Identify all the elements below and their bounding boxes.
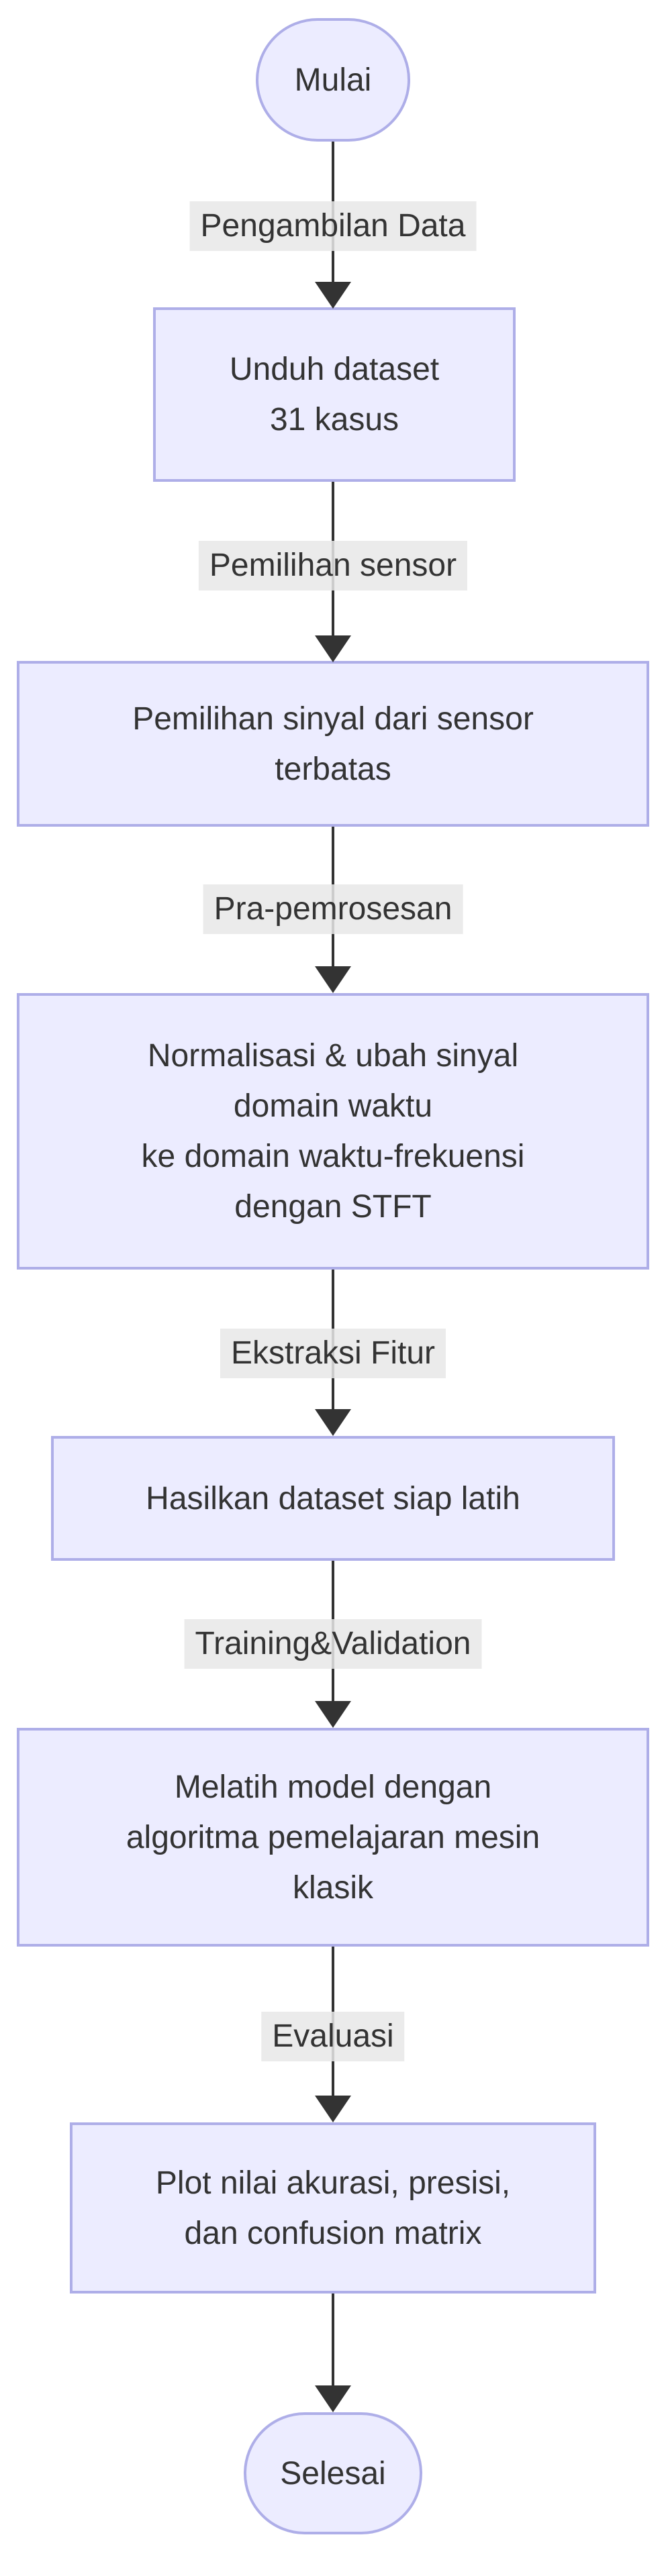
process-box-pemilihan-sinyal: Pemilihan sinyal dari sensor terbatas <box>17 661 649 827</box>
arrowhead-icon <box>315 966 351 993</box>
arrowhead-icon <box>315 1409 351 1436</box>
arrow-line <box>332 2294 334 2387</box>
box-line: dan confusion matrix <box>184 2215 482 2251</box>
box-line: terbatas <box>275 751 391 787</box>
arrowhead-icon <box>315 282 351 309</box>
box-line: Unduh dataset <box>229 352 440 387</box>
node-end-label: Selesai <box>280 2455 386 2491</box>
box-line: ke domain waktu-frekuensi <box>141 1139 525 1174</box>
box-line: Melatih model dengan <box>174 1769 492 1805</box>
edge-label-pengambilan-data: Pengambilan Data <box>189 201 477 251</box>
box-line: Pemilihan sinyal dari sensor <box>132 701 534 737</box>
node-end: Selesai <box>244 2412 422 2534</box>
box-line: algoritma pemelajaran mesin <box>126 1819 540 1855</box>
box-line: Normalisasi & ubah sinyal <box>147 1038 519 1074</box>
box-line: klasik <box>292 1869 374 1906</box>
arrowhead-icon <box>315 1701 351 1728</box>
node-start-label: Mulai <box>294 62 372 98</box>
process-box-plot-hasil: Plot nilai akurasi, presisi, dan confusi… <box>70 2122 596 2294</box>
box-line: dengan STFT <box>234 1189 432 1225</box>
edge-label-ekstraksi-fitur: Ekstraksi Fitur <box>220 1329 446 1378</box>
arrowhead-icon <box>315 2096 351 2122</box>
process-box-normalisasi-stft: Normalisasi & ubah sinyal domain waktu k… <box>17 993 649 1270</box>
process-box-dataset-siap-latih: Hasilkan dataset siap latih <box>51 1436 615 1561</box>
process-box-unduh-dataset: Unduh dataset 31 kasus <box>153 307 516 482</box>
edge-label-training-validation: Training&Validation <box>184 1619 482 1669</box>
node-start: Mulai <box>256 18 410 142</box>
box-line: Hasilkan dataset siap latih <box>146 1480 520 1516</box>
arrowhead-icon <box>315 2385 351 2412</box>
edge-label-pra-pemrosesan: Pra-pemrosesan <box>203 884 463 934</box>
edge-label-pemilihan-sensor: Pemilihan sensor <box>198 541 468 590</box>
edge-label-evaluasi: Evaluasi <box>261 2012 405 2061</box>
box-line: 31 kasus <box>269 402 399 437</box>
arrowhead-icon <box>315 635 351 662</box>
process-box-melatih-model: Melatih model dengan algoritma pemelajar… <box>17 1728 649 1947</box>
box-line: Plot nilai akurasi, presisi, <box>155 2165 511 2201</box>
box-line: domain waktu <box>233 1088 433 1124</box>
